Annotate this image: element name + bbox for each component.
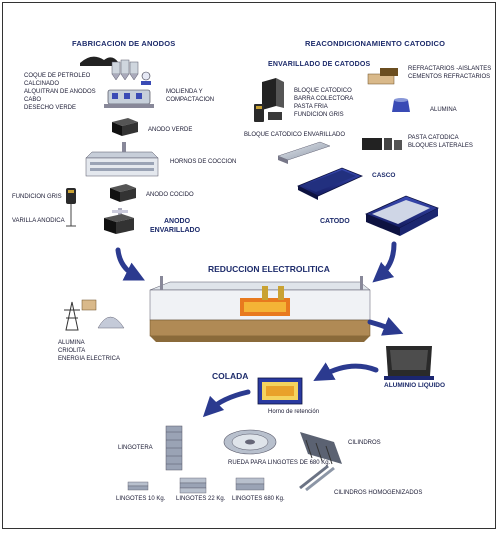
- green-anode-icon: [112, 118, 138, 136]
- rodded-anode-icon: [104, 208, 134, 234]
- mixing-machine-icon: [104, 89, 154, 108]
- diagram-frame: [2, 2, 496, 529]
- baked-anode-label: ANODO COCIDO: [146, 192, 194, 198]
- holding-furnace-label: Horno de retención: [268, 409, 320, 415]
- cylinders-label: CILINDROS: [348, 440, 381, 446]
- alumina-label: ALUMINA: [430, 107, 457, 113]
- liquid-aluminum-label: ALUMINIO LIQUIDO: [384, 382, 446, 389]
- gray-iron-label: FUNDICION GRIS: [12, 194, 62, 200]
- raw-material-tar: ALQUITRAN DE ANODOS: [24, 89, 96, 95]
- cathode-material-paste: PASTA FRIA: [294, 104, 328, 110]
- ingots-10kg-icon: [127, 481, 149, 491]
- cathode-rodding-title: ENVARILLADO DE CATODOS: [268, 61, 371, 68]
- reduction-input-power: ENERGIA ELECTRICA: [58, 356, 121, 362]
- cathode-material-collector: BARRA COLECTORA: [294, 96, 354, 102]
- coke-pile-icon: [80, 56, 118, 66]
- gray-iron-icon: [66, 188, 76, 227]
- silos-icon: [111, 59, 151, 85]
- arrow-cathode-to-reduction: [372, 241, 397, 283]
- anode-rod-label: VARILLA ANODICA: [12, 218, 65, 224]
- casting-wheel-icon: [223, 429, 277, 455]
- ingot-mold-icon: [165, 425, 183, 471]
- reduction-input-cryolite: CRIOLITA: [58, 348, 86, 354]
- shell-label: CASCO: [372, 172, 396, 179]
- rodded-cathode-block-label: BLOQUE CATODICO ENVARILLADO: [244, 132, 346, 138]
- reduction-input-alumina: ALUMINA: [58, 340, 85, 346]
- crucible-icon: [384, 346, 434, 380]
- raw-material-butt: CABO: [24, 97, 42, 103]
- ingots-22-label: LINGOTES 22 Kg.: [176, 496, 226, 502]
- rodded-anode-label-1: ANODO: [164, 218, 191, 225]
- cathode-block-icon: [254, 78, 284, 122]
- refractories-label-1: REFRACTARIOS -AISLANTES: [408, 66, 492, 72]
- arrow-reduction-to-liquid-aluminum: [367, 317, 404, 336]
- ingots-22kg-icon: [179, 477, 207, 494]
- green-anode-label: ANODO VERDE: [148, 127, 193, 133]
- milling-label-1: MOLIENDA Y: [166, 89, 203, 95]
- potline-icon: [149, 276, 371, 342]
- raw-material-green-scrap: DESECHO VERDE: [24, 105, 77, 111]
- cathode-material-iron: FUNDICION GRIS: [294, 112, 344, 118]
- ingots-680-label: LINGOTES 680 Kg.: [232, 496, 285, 502]
- ingots-10-label: LINGOTES 10 Kg.: [116, 496, 166, 502]
- reduction-title: REDUCCION ELECTROLITICA: [208, 264, 330, 274]
- refractory-bricks-icon: [367, 68, 398, 85]
- power-tower-icon: [64, 299, 125, 331]
- arrow-furnace-to-casting: [202, 389, 251, 418]
- cylinders-icon: [300, 432, 342, 465]
- cathode-paste-label-2: BLOQUES LATERALES: [408, 143, 473, 149]
- baking-ovens-icon: [85, 142, 159, 177]
- homogenized-label: CILINDROS HOMOGENIZADOS: [334, 490, 423, 496]
- casting-title: COLADA: [212, 371, 249, 381]
- arrow-anodes-to-reduction: [115, 247, 145, 281]
- anode-manufacturing-title: FABRICACION DE ANODOS: [72, 39, 176, 48]
- cathode-label: CATODO: [320, 218, 350, 225]
- raw-material-calcined: CALCINADO: [24, 81, 60, 87]
- ingots-680kg-icon: [235, 477, 265, 491]
- ovens-label: HORNOS DE COCCION: [170, 159, 237, 165]
- homogenized-cylinders-icon: [299, 464, 335, 492]
- arrow-crucible-to-furnace: [313, 362, 379, 381]
- cathode-material-block: BLOQUE CATODICO: [294, 88, 352, 94]
- shell-icon: [297, 167, 364, 200]
- milling-label-2: COMPACTACION: [166, 97, 215, 103]
- cathode-paste-icon: [362, 138, 402, 150]
- raw-material-coke: COQUE DE PETROLEO: [24, 73, 91, 79]
- ingot-mold-label: LINGOTERA: [118, 445, 153, 451]
- flow-arrows: [115, 241, 404, 418]
- cathode-reconditioning-title: REACONDICIONAMIENTO CATODICO: [305, 39, 446, 48]
- cathode-paste-label-1: PASTA CATODICA: [408, 135, 459, 141]
- holding-furnace-icon: [257, 377, 303, 405]
- cathode-icon: [364, 195, 439, 236]
- alumina-bag-icon: [392, 98, 410, 112]
- refractories-label-2: CEMENTOS REFRACTARIOS: [408, 74, 491, 80]
- rodded-cathode-block-icon: [277, 141, 331, 164]
- rodded-anode-label-2: ENVARILLADO: [150, 227, 201, 234]
- baked-anode-icon: [110, 184, 136, 202]
- wheel-label: RUEDA PARA LINGOTES DE 680 Kg.: [228, 460, 331, 466]
